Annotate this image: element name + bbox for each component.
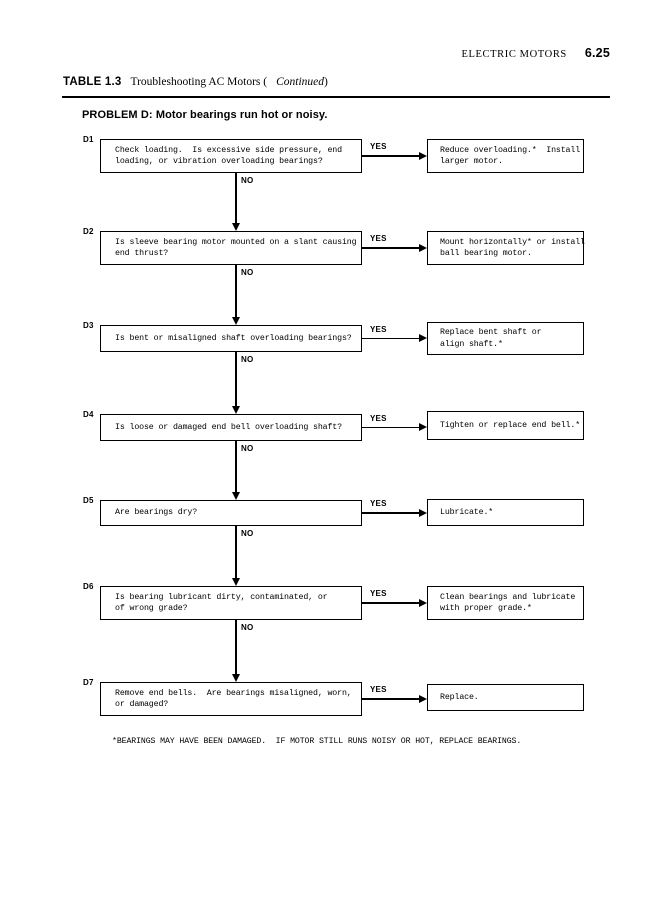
yes-connector-d6 [362,602,419,604]
question-text-d5: Are bearings dry? [115,508,198,518]
problem-heading: PROBLEM D: Motor bearings run hot or noi… [82,109,328,121]
question-box-d4[interactable]: Is loose or damaged end bell overloading… [100,414,362,441]
no-label-d5: NO [241,529,254,538]
question-box-d2[interactable]: Is sleeve bearing motor mounted on a sla… [100,231,362,265]
yes-arrowhead-d4 [419,423,427,431]
no-label-d1: NO [241,176,254,185]
running-head-title: ELECTRIC MOTORS [461,49,567,60]
yes-connector-d5 [362,512,419,514]
action-text-d7: Replace. [440,692,479,702]
question-text-d3: Is bent or misaligned shaft overloading … [115,333,352,343]
action-box-d1[interactable]: Reduce overloading.* Install larger moto… [427,139,584,173]
step-label-d3: D3 [83,321,94,330]
action-box-d3[interactable]: Replace bent shaft or align shaft.* [427,322,584,355]
yes-label-d2: YES [370,234,387,243]
yes-arrowhead-d3 [419,334,427,342]
question-text-d6: Is bearing lubricant dirty, contaminated… [115,592,328,613]
yes-connector-d4 [362,426,419,429]
action-box-d4[interactable]: Tighten or replace end bell.* [427,411,584,440]
step-label-d7: D7 [83,678,94,687]
caption-rule [62,96,610,98]
question-text-d2: Is sleeve bearing motor mounted on a sla… [115,237,357,258]
step-label-d1: D1 [83,135,94,144]
yes-label-d6: YES [370,589,387,598]
question-box-d1[interactable]: Check loading. Is excessive side pressur… [100,139,362,173]
step-label-d5: D5 [83,496,94,505]
no-arrowhead-d3 [231,406,240,414]
no-label-d6: NO [241,623,254,632]
yes-connector-d7 [362,698,419,700]
yes-connector-d3 [362,337,419,340]
yes-connector-d1 [362,155,419,157]
table-caption-close: ) [324,76,328,88]
action-text-d1: Reduce overloading.* Install larger moto… [440,145,581,166]
yes-label-d1: YES [370,142,387,151]
no-connector-d3 [235,352,237,407]
step-label-d6: D6 [83,582,94,591]
question-box-d7[interactable]: Remove end bells. Are bearings misaligne… [100,682,362,716]
action-text-d2: Mount horizontally* or install ball bear… [440,237,585,258]
action-box-d6[interactable]: Clean bearings and lubricate with proper… [427,586,584,620]
table-caption-text: Troubleshooting AC Motors ( [130,76,268,88]
yes-connector-d2 [362,247,419,249]
question-box-d6[interactable]: Is bearing lubricant dirty, contaminated… [100,586,362,620]
yes-label-d3: YES [370,324,387,334]
yes-arrowhead-d5 [419,508,427,517]
running-head: ELECTRIC MOTORS 6.25 [462,46,611,60]
no-connector-d2 [235,265,237,318]
no-label-d2: NO [241,268,254,277]
action-text-d4: Tighten or replace end bell.* [440,420,581,430]
action-box-d2[interactable]: Mount horizontally* or install ball bear… [427,231,585,265]
no-arrowhead-d4 [231,492,240,500]
yes-label-d4: YES [370,413,387,423]
no-arrowhead-d5 [231,578,240,586]
page-number: 6.25 [584,46,610,60]
yes-arrowhead-d1 [419,151,427,160]
yes-arrowhead-d2 [419,243,427,252]
no-connector-d5 [235,526,237,579]
action-text-d3: Replace bent shaft or align shaft.* [440,328,542,349]
question-text-d4: Is loose or damaged end bell overloading… [115,422,342,432]
no-arrowhead-d2 [231,317,240,325]
action-text-d6: Clean bearings and lubricate with proper… [440,592,576,613]
action-box-d5[interactable]: Lubricate.* [427,499,584,526]
action-text-d5: Lubricate.* [440,507,494,517]
yes-arrowhead-d7 [419,694,427,703]
yes-label-d7: YES [370,685,387,694]
step-label-d4: D4 [83,410,94,419]
no-arrowhead-d6 [231,674,240,682]
action-box-d7[interactable]: Replace. [427,684,584,711]
yes-label-d5: YES [370,499,387,508]
step-label-d2: D2 [83,227,94,236]
question-box-d5[interactable]: Are bearings dry? [100,500,362,526]
no-connector-d1 [235,173,237,224]
question-text-d1: Check loading. Is excessive side pressur… [115,145,342,166]
table-caption-continued: Continued [276,76,325,88]
question-box-d3[interactable]: Is bent or misaligned shaft overloading … [100,325,362,352]
no-arrowhead-d1 [231,223,240,231]
no-label-d3: NO [241,355,254,364]
no-connector-d6 [235,620,237,675]
table-caption: TABLE 1.3 Troubleshooting AC Motors ( Cont… [63,72,328,90]
table-caption-label: TABLE 1.3 [63,76,122,88]
footnote: *BEARINGS MAY HAVE BEEN DAMAGED. IF MOTO… [112,737,522,746]
no-connector-d4 [235,441,237,493]
no-label-d4: NO [241,444,254,453]
yes-arrowhead-d6 [419,598,427,607]
question-text-d7: Remove end bells. Are bearings misaligne… [115,688,352,709]
